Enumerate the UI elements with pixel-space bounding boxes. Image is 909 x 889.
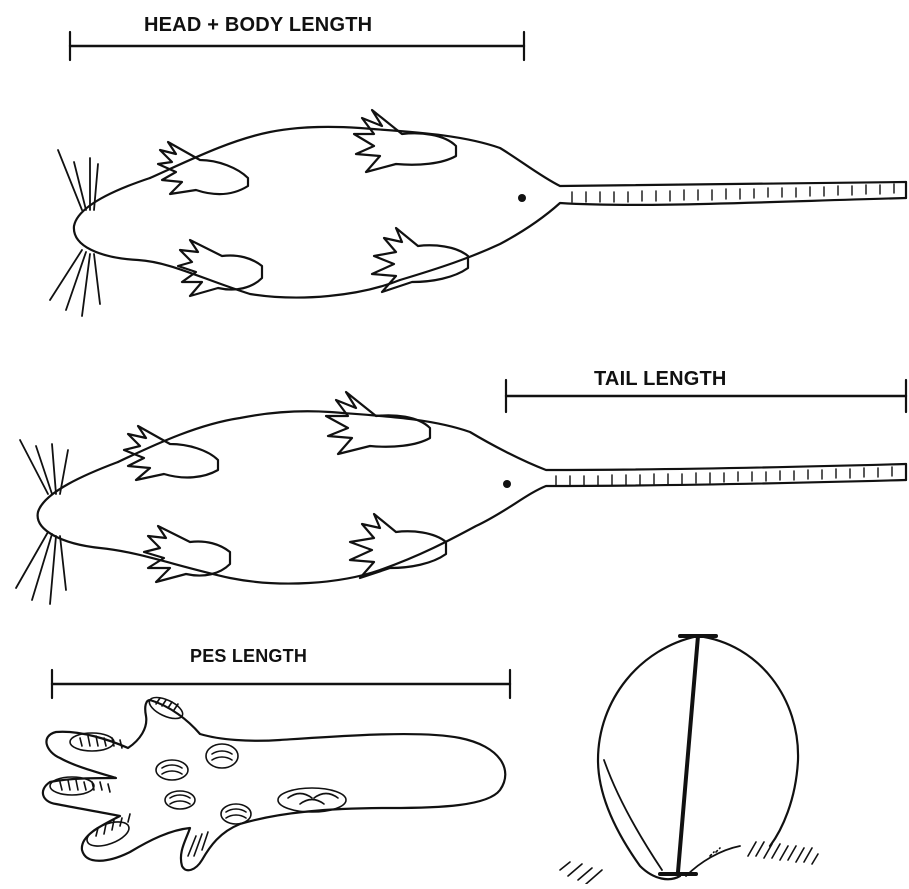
- pes-length-label: PES LENGTH: [190, 646, 307, 667]
- palm-pads: [156, 744, 346, 824]
- ear-illustration: [560, 636, 818, 884]
- whiskers-middle: [16, 440, 68, 604]
- tail-length-label: TAIL LENGTH: [594, 368, 727, 391]
- head-body-length-label: HEAD + BODY LENGTH: [144, 14, 372, 37]
- pes-length-bar: [52, 670, 510, 698]
- ear-fur: [560, 842, 818, 884]
- rodent-middle-illustration: [16, 392, 906, 604]
- rodent-top-illustration: [50, 110, 906, 316]
- pes-illustration: [43, 693, 505, 870]
- ear-length-bar: [660, 636, 716, 874]
